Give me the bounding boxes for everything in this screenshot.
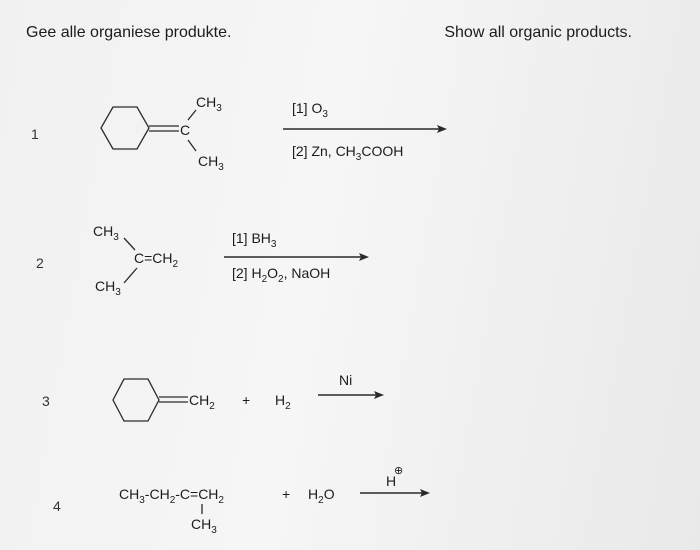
plus-sign-3: + xyxy=(242,392,250,408)
top-methyl-1: CH3 xyxy=(196,94,222,114)
hydrogen-3: H2 xyxy=(275,392,291,412)
branch-methyl-4: CH3 xyxy=(191,516,217,536)
bottom-methyl-1: CH3 xyxy=(198,153,224,173)
reaction-4: CH3-CH2-C=CH2 CH3 + H2O H ⊕ xyxy=(119,465,430,536)
reagent-step1-1: [1] O3 xyxy=(292,100,328,120)
title-afrikaans: Gee alle organiese produkte. xyxy=(26,24,232,41)
problem-number-1: 1 xyxy=(31,126,39,142)
alkene-group-2: C=CH2 xyxy=(134,250,179,270)
problem-number-2: 2 xyxy=(36,255,44,271)
cyclohexane-ring-1 xyxy=(100,106,150,150)
arrowhead-3 xyxy=(374,391,384,399)
positive-charge-icon: ⊕ xyxy=(394,465,403,477)
reaction-1: C CH3 CH3 [1] O3 [2] Zn, CH3COOH xyxy=(100,94,447,173)
arrowhead-1 xyxy=(437,125,447,133)
catalyst-nickel-3: Ni xyxy=(339,372,352,388)
reagent-step2-1: [2] Zn, CH3COOH xyxy=(292,143,403,163)
arrowhead-2 xyxy=(359,253,369,261)
bond-to-top-methyl-1 xyxy=(187,109,197,121)
water-4: H2O xyxy=(308,486,335,506)
acid-catalyst-4: H xyxy=(386,473,396,489)
top-methyl-2: CH3 xyxy=(93,223,119,243)
problem-number-4: 4 xyxy=(53,498,61,514)
reaction-3: CH2 + H2 Ni xyxy=(112,372,384,422)
exocyclic-methylene-3: CH2 xyxy=(189,392,215,412)
reagent-step1-2: [1] BH3 xyxy=(232,230,277,250)
reaction-2: CH3 C=CH2 CH3 [1] BH3 [2] H2O2, NaOH xyxy=(93,223,369,298)
bottom-methyl-2: CH3 xyxy=(95,278,121,298)
bond-to-bottom-methyl-1 xyxy=(187,139,197,152)
problem-number-3: 3 xyxy=(42,393,50,409)
reagent-step2-2: [2] H2O2, NaOH xyxy=(232,265,330,285)
title-english: Show all organic products. xyxy=(444,24,632,41)
plus-sign-4: + xyxy=(282,486,290,502)
bond-bottom-methyl-2 xyxy=(123,267,138,284)
central-carbon-1: C xyxy=(180,122,190,138)
bond-top-methyl-2 xyxy=(123,237,136,251)
cyclohexane-ring-3 xyxy=(112,378,160,422)
alkene-chain-4: CH3-CH2-C=CH2 xyxy=(119,486,224,506)
arrowhead-4 xyxy=(420,489,430,497)
